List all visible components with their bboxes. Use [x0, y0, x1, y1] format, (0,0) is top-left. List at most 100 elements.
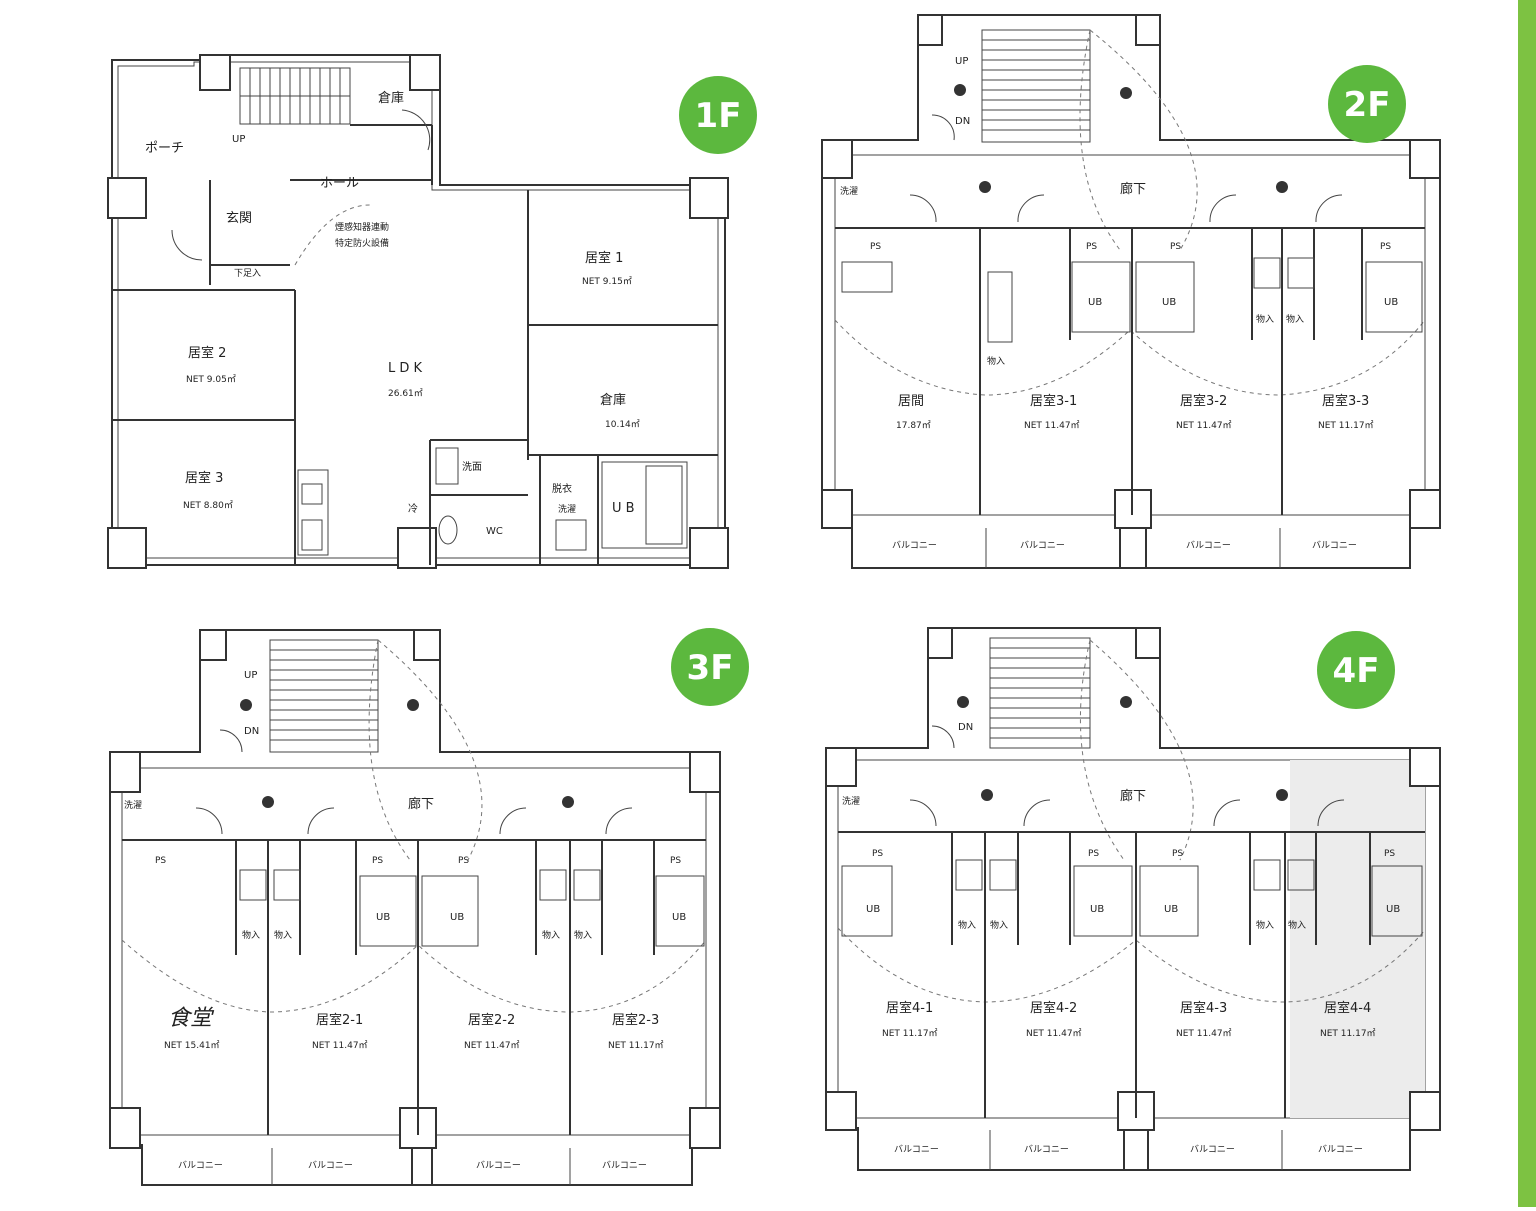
floor-plan-1f: 倉庫 UP ポーチ ホール 玄関 下足入 煙感知器連動 特定防火設備 居室 1 … — [107, 54, 757, 569]
label-1f-room1-net: NET 9.15㎡ — [582, 276, 632, 287]
label-3f-ps-2: PS — [372, 856, 383, 866]
label-1f-hall: ホール — [320, 176, 359, 191]
label-2f-ps-4: PS — [1380, 242, 1391, 252]
label-3f-r21: 居室2-1 — [316, 1012, 363, 1028]
label-4f-r44: 居室4-4 — [1324, 1000, 1371, 1016]
label-4f-laundry: 洗濯 — [842, 795, 860, 807]
label-1f-room3-net: NET 8.80㎡ — [183, 500, 233, 511]
badge-4f-text: 4F — [1333, 651, 1380, 691]
label-3f-balcony-4: バルコニー — [602, 1160, 647, 1171]
label-4f-ub-2: UB — [1090, 904, 1104, 915]
badge-3f — [671, 628, 749, 706]
label-1f-laundry: 洗濯 — [558, 503, 576, 515]
label-3f-r22-net: NET 11.47㎡ — [464, 1040, 520, 1051]
label-4f-ub-3: UB — [1164, 904, 1178, 915]
label-2f-ub-1: UB — [1088, 297, 1102, 308]
label-1f-storage-top: 倉庫 — [378, 91, 404, 106]
label-2f-ps-3: PS — [1170, 242, 1181, 252]
label-4f-dn: DN — [958, 722, 973, 733]
label-1f-ub: U B — [612, 501, 635, 516]
label-3f-balcony-1: バルコニー — [178, 1160, 223, 1171]
label-3f-ps-3: PS — [458, 856, 469, 866]
badge-1f — [679, 76, 757, 154]
badge-2f-text: 2F — [1344, 85, 1391, 125]
label-4f-ps-1: PS — [872, 849, 883, 859]
label-2f-r31-net: NET 11.47㎡ — [1024, 420, 1080, 431]
label-2f-laundry: 洗濯 — [840, 185, 858, 197]
label-1f-entrance: 玄関 — [226, 211, 252, 226]
label-1f-room2-net: NET 9.05㎡ — [186, 374, 236, 385]
label-4f-storage-2: 物入 — [990, 919, 1008, 931]
label-4f-ub-4: UB — [1386, 904, 1400, 915]
label-4f-storage-1: 物入 — [958, 919, 976, 931]
label-1f-dressing: 脱衣 — [552, 482, 572, 495]
label-3f-storage-2: 物入 — [274, 929, 292, 941]
label-2f-ps-2: PS — [1086, 242, 1097, 252]
label-3f-r23-net: NET 11.17㎡ — [608, 1040, 664, 1051]
label-2f-storage-2: 物入 — [1256, 313, 1274, 325]
label-4f-balcony-1: バルコニー — [894, 1144, 939, 1155]
label-1f-room2: 居室 2 — [188, 345, 226, 361]
label-2f-ub-3: UB — [1384, 297, 1398, 308]
badge-1f-text: 1F — [695, 96, 742, 136]
label-2f-storage-3: 物入 — [1286, 313, 1304, 325]
label-2f-r32: 居室3-2 — [1180, 393, 1227, 409]
label-2f-living: 居間 — [898, 394, 924, 409]
label-2f-r33-net: NET 11.17㎡ — [1318, 420, 1374, 431]
label-1f-ldk-net: 26.61㎡ — [388, 388, 423, 399]
label-4f-r42-net: NET 11.47㎡ — [1026, 1028, 1082, 1039]
label-3f-laundry: 洗濯 — [124, 799, 142, 811]
label-4f-balcony-2: バルコニー — [1024, 1144, 1069, 1155]
label-3f-handwritten: 食堂 — [168, 1006, 215, 1031]
label-4f-storage-4: 物入 — [1288, 919, 1306, 931]
label-3f-storage-3: 物入 — [542, 929, 560, 941]
label-2f-ps-1: PS — [870, 242, 881, 252]
decorative-side-bar — [1518, 0, 1536, 1207]
label-3f-balcony-3: バルコニー — [476, 1160, 521, 1171]
label-2f-r33: 居室3-3 — [1322, 393, 1369, 409]
label-4f-ps-4: PS — [1384, 849, 1395, 859]
label-3f-up: UP — [244, 670, 257, 681]
label-2f-r31: 居室3-1 — [1030, 393, 1077, 409]
label-1f-up: UP — [232, 134, 245, 145]
badge-2f — [1328, 65, 1406, 143]
label-2f-ub-2: UB — [1162, 297, 1176, 308]
label-1f-washroom: 洗面 — [462, 461, 482, 473]
stairs-1f — [239, 67, 351, 125]
label-4f-storage-3: 物入 — [1256, 919, 1274, 931]
label-3f-ps-4: PS — [670, 856, 681, 866]
label-1f-room3: 居室 3 — [185, 470, 223, 486]
badge-4f — [1317, 631, 1395, 709]
stairs-3f — [269, 639, 379, 753]
floor-plan-4f: DN 廊下 洗濯 PS PS PS PS UB UB UB UB 物入 物入 物… — [825, 627, 1441, 1171]
label-3f-balcony-2: バルコニー — [308, 1160, 353, 1171]
label-3f-storage-1: 物入 — [242, 929, 260, 941]
label-4f-ps-2: PS — [1088, 849, 1099, 859]
stairs-2f — [981, 29, 1091, 143]
label-3f-ub-1: UB — [376, 912, 390, 923]
label-1f-smoke1: 煙感知器連動 — [335, 221, 389, 233]
label-3f-r21-net: NET 11.47㎡ — [312, 1040, 368, 1051]
label-3f-corridor: 廊下 — [408, 796, 434, 812]
label-2f-corridor: 廊下 — [1120, 181, 1146, 197]
label-2f-balcony-4: バルコニー — [1312, 540, 1357, 551]
label-4f-r43: 居室4-3 — [1180, 1000, 1227, 1016]
label-1f-fridge: 冷 — [408, 502, 418, 515]
label-3f-ps-1: PS — [155, 856, 166, 866]
label-1f-storage-net: 10.14㎡ — [605, 419, 640, 430]
label-4f-r41-net: NET 11.17㎡ — [882, 1028, 938, 1039]
badge-3f-text: 3F — [687, 648, 734, 688]
floor-plan-2f: UP DN 廊下 洗濯 PS PS PS PS UB UB UB 物入 物入 物… — [821, 14, 1441, 569]
label-3f-r23: 居室2-3 — [612, 1012, 659, 1028]
label-2f-up: UP — [955, 56, 968, 67]
label-3f-r22: 居室2-2 — [468, 1012, 515, 1028]
label-2f-r32-net: NET 11.47㎡ — [1176, 420, 1232, 431]
label-1f-porch: ポーチ — [145, 141, 184, 156]
label-3f-storage-4: 物入 — [574, 929, 592, 941]
label-2f-living-net: 17.87㎡ — [896, 420, 931, 431]
label-4f-r43-net: NET 11.47㎡ — [1176, 1028, 1232, 1039]
label-3f-dn: DN — [244, 726, 259, 737]
floor-plan-3f: UP DN 廊下 洗濯 PS PS PS PS UB UB UB 物入 物入 物… — [109, 628, 749, 1186]
